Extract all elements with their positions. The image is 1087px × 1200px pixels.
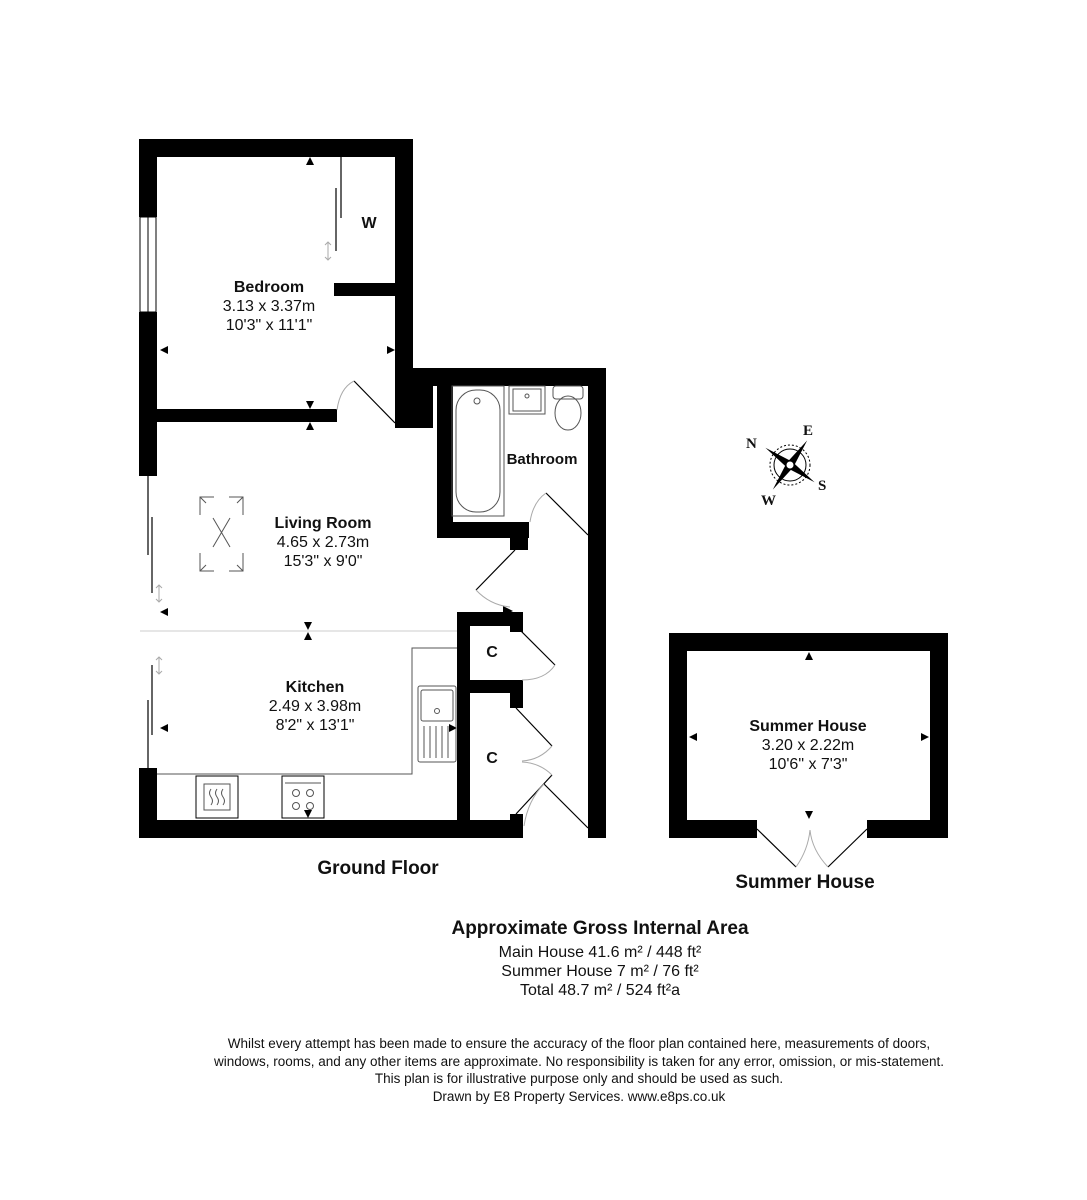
room-metric: 3.20 x 2.22m (761, 737, 855, 755)
room-name: Living Room (274, 515, 372, 532)
summer-house-doors (756, 828, 868, 868)
room-name: Bedroom (233, 279, 305, 296)
area-total: Total 48.7 m² / 524 ft²a (519, 982, 681, 1000)
ground-floor-caption: Ground Floor (317, 858, 439, 879)
compass-west-label: W (761, 493, 776, 509)
skylight-icon (199, 496, 244, 572)
area-title: Approximate Gross Internal Area (451, 918, 749, 939)
dimension-markers (160, 157, 513, 818)
compass-north-label: N (746, 436, 757, 452)
area-main-house: Main House 41.6 m² / 448 ft² (498, 943, 702, 961)
area-summary: Approximate Gross Internal Area Main Hou… (451, 918, 748, 1000)
summer-house-walls (669, 633, 948, 838)
room-label-bathroom: Bathroom (506, 451, 578, 468)
room-label-summer-house: Summer House 3.20 x 2.22m 10'6" x 7'3" (749, 717, 866, 775)
disclaimer-line: Whilst every attempt has been made to en… (227, 1036, 931, 1051)
living-sliding-door (147, 476, 153, 768)
kitchen-worktop (157, 647, 457, 819)
room-imperial: 10'3" x 11'1" (225, 317, 313, 335)
room-label-kitchen: Kitchen 2.49 x 3.98m 8'2" x 13'1" (269, 678, 362, 736)
summer-house-markers (689, 652, 929, 819)
room-label-bedroom: Bedroom 3.13 x 3.37m 10'3" x 11'1" (223, 278, 316, 336)
room-metric: 2.49 x 3.98m (268, 698, 362, 716)
room-label-living-room: Living Room 4.65 x 2.73m 15'3" x 9'0" (275, 514, 372, 572)
bathtub-icon (451, 385, 505, 517)
bedroom-window (139, 216, 157, 313)
wardrobe-label: W (361, 215, 377, 232)
sink-icon (417, 685, 457, 763)
bathroom-door (529, 492, 589, 536)
summer-house-caption: Summer House (735, 872, 875, 893)
room-metric: 3.13 x 3.37m (222, 298, 316, 316)
disclaimer-line: Drawn by E8 Property Services. www.e8ps.… (432, 1088, 726, 1104)
ground-floor-walls (139, 139, 606, 838)
disclaimer-line: windows, rooms, and any other items are … (213, 1053, 945, 1069)
compass-rose-icon (765, 440, 815, 490)
wardrobe-sliding-door (335, 157, 342, 251)
bedroom-door (336, 380, 396, 424)
room-imperial: 10'6" x 7'3" (768, 756, 848, 774)
slide-arrow-icon (324, 241, 332, 261)
room-metric: 4.65 x 2.73m (276, 534, 370, 552)
basin-icon (508, 385, 546, 415)
area-summer-house: Summer House 7 m² / 76 ft² (501, 962, 699, 980)
room-name: Summer House (749, 718, 867, 735)
room-imperial: 15'3" x 9'0" (283, 553, 363, 571)
disclaimer-line: This plan is for illustrative purpose on… (374, 1071, 784, 1086)
compass-south-label: S (818, 478, 827, 494)
toilet-icon (552, 385, 584, 431)
cupboard-label: C (486, 644, 498, 661)
room-name: Kitchen (285, 679, 345, 696)
cupboard-label: C (486, 750, 498, 767)
cupboard-doors (515, 625, 589, 829)
compass-east-label: E (803, 423, 814, 439)
room-imperial: 8'2" x 13'1" (275, 717, 355, 735)
hall-door (475, 549, 516, 608)
slide-arrow-icon (155, 584, 163, 675)
disclaimer: Whilst every attempt has been made to en… (214, 1035, 944, 1105)
